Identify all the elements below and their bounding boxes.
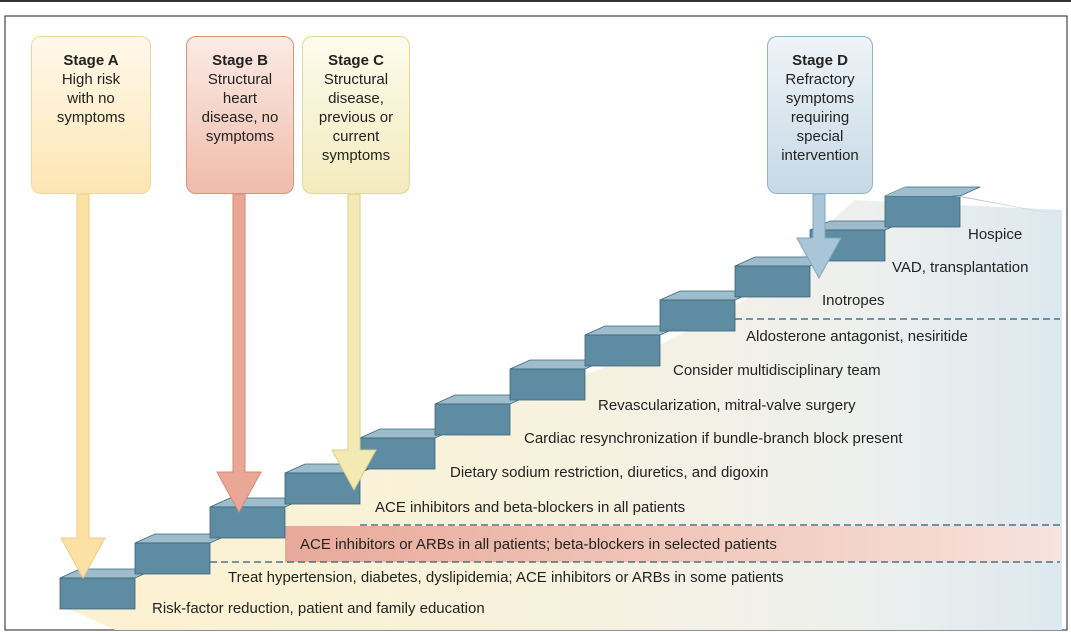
step-label-1: Risk-factor reduction, patient and famil… (152, 600, 485, 617)
step-riser (659, 299, 736, 332)
step-label-7: Revascularization, mitral-valve surgery (598, 397, 856, 414)
step-riser (209, 506, 286, 539)
stage-c-box: Stage C Structural disease, previous or … (302, 36, 410, 194)
stage-d-box: Stage D Refractory symptoms requiring sp… (767, 36, 873, 194)
stage-c-arrow (331, 193, 377, 492)
step-label-6: Cardiac resynchronization if bundle-bran… (524, 430, 903, 447)
step-riser (884, 195, 961, 228)
step-label-3: ACE inhibitors or ARBs in all patients; … (300, 536, 777, 553)
stage-a-box: Stage A High risk with no symptoms (31, 36, 151, 194)
stage-a-arrow (60, 193, 106, 580)
stage-d-description: Refractory symptoms requiring special in… (781, 71, 859, 164)
stage-b-arrow (216, 193, 262, 514)
step-label-12: Hospice (968, 226, 1023, 243)
stage-c-title: Stage C (328, 52, 384, 69)
step-riser (434, 403, 511, 436)
stage-a-title: Stage A (63, 52, 119, 69)
staircase-background (60, 200, 1062, 630)
step-riser (584, 334, 661, 367)
stage-d-arrow (796, 193, 842, 280)
step-label-4: ACE inhibitors and beta-blockers in all … (375, 499, 686, 516)
stage-b-description: Structural heart disease, no symptoms (201, 71, 279, 145)
top-landing (885, 187, 1060, 215)
step-riser (134, 542, 211, 575)
step-label-9: Aldosterone antagonist, nesiritide (746, 328, 968, 345)
step-riser (509, 368, 586, 401)
step-label-5: Dietary sodium restriction, diuretics, a… (450, 464, 769, 481)
step-label-8: Consider multidisciplinary team (673, 362, 881, 379)
stage-c-description: Structural disease, previous or current … (318, 71, 394, 164)
stage-b-title: Stage B (212, 52, 268, 69)
step-riser (734, 265, 811, 298)
step-label-10: Inotropes (822, 292, 885, 309)
stage-arrows (60, 193, 842, 580)
step-label-2: Treat hypertension, diabetes, dyslipidem… (228, 569, 784, 586)
step-riser (59, 577, 136, 610)
stage-a-description: High risk with no symptoms (56, 71, 126, 126)
stage-b-band (285, 526, 1060, 562)
stage-d-title: Stage D (792, 52, 848, 69)
stage-b-box: Stage B Structural heart disease, no sym… (186, 36, 294, 194)
step-label-11: VAD, transplantation (892, 259, 1029, 276)
